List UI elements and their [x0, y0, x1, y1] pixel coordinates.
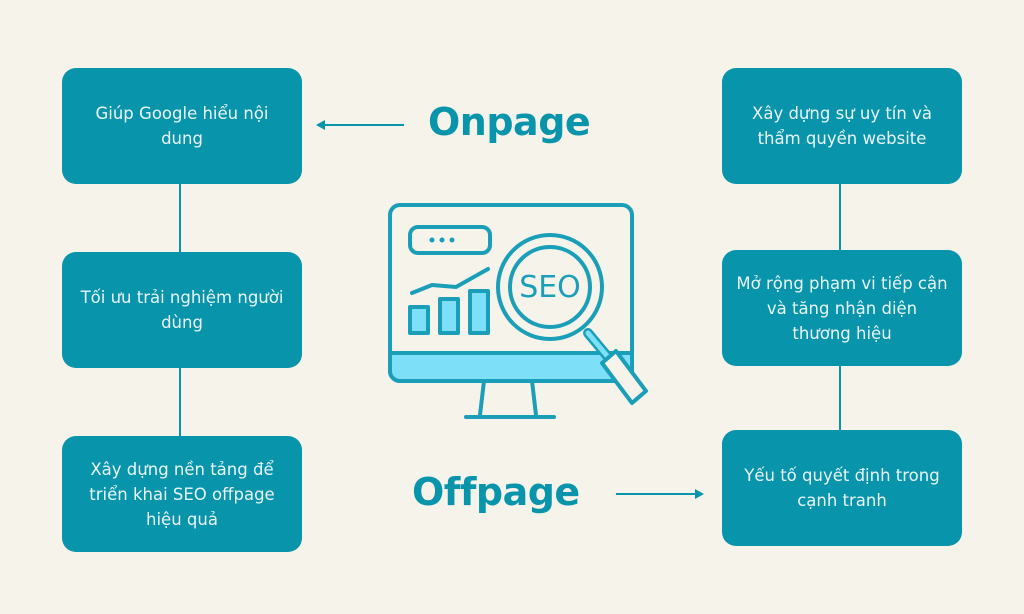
onpage-box-3: Xây dựng nền tảng để triển khai SEO offp… [62, 436, 302, 552]
offpage-title: Offpage [412, 470, 580, 514]
seo-monitor-magnifier-icon: SEO [388, 203, 648, 419]
offpage-box-2: Mở rộng phạm vi tiếp cận và tăng nhận di… [722, 250, 962, 366]
offpage-box-3: Yếu tố quyết định trong cạnh tranh [722, 430, 962, 546]
onpage-title: Onpage [428, 100, 591, 144]
arrow-right-icon [616, 489, 704, 499]
onpage-box-2: Tối ưu trải nghiệm người dùng [62, 252, 302, 368]
arrow-left-icon [316, 120, 404, 130]
onpage-box-1: Giúp Google hiểu nội dung [62, 68, 302, 184]
seo-text: SEO [519, 270, 581, 305]
offpage-box-1: Xây dựng sự uy tín và thẩm quyền website [722, 68, 962, 184]
